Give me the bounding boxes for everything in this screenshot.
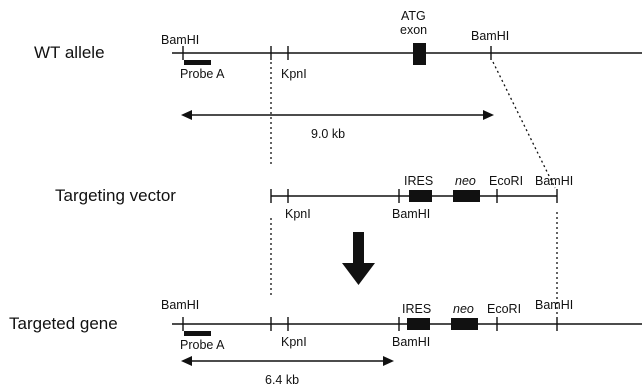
- targeted-gene-map: Targeted gene BamHI Probe A KpnI IRES Ba…: [9, 298, 642, 387]
- wt-arrowhead-left: [181, 110, 192, 120]
- wt-bamhi-left-label: BamHI: [161, 33, 199, 47]
- bamhi-guide-top: [492, 61, 556, 189]
- wt-arrowhead-right: [483, 110, 494, 120]
- vector-title: Targeting vector: [55, 186, 176, 205]
- wt-kpni-label: KpnI: [281, 67, 307, 81]
- wt-atg-label: ATG: [401, 9, 426, 23]
- targeting-vector-map: Targeting vector KpnI IRES BamHI neo Eco…: [55, 174, 573, 221]
- wt-allele-title: WT allele: [34, 43, 105, 62]
- targeted-bamhi-left-label: BamHI: [161, 298, 199, 312]
- targeted-probe-a-bar: [184, 331, 211, 336]
- vector-ires-label: IRES: [404, 174, 433, 188]
- vector-neo-box: [453, 190, 480, 202]
- vector-neo-label: neo: [455, 174, 476, 188]
- down-arrow-head: [342, 263, 375, 285]
- wt-distance-label: 9.0 kb: [311, 127, 345, 141]
- vector-bamhi-ires-label: BamHI: [392, 207, 430, 221]
- targeted-ires-box: [407, 318, 430, 330]
- targeted-distance-label: 6.4 kb: [265, 373, 299, 387]
- wt-exon-label: exon: [400, 23, 427, 37]
- targeted-probe-a-label: Probe A: [180, 338, 225, 352]
- targeted-ecori-label: EcoRI: [487, 302, 521, 316]
- vector-ecori-label: EcoRI: [489, 174, 523, 188]
- wt-probe-a-label: Probe A: [180, 67, 225, 81]
- targeted-arrowhead-left: [181, 356, 192, 366]
- targeted-neo-label: neo: [453, 302, 474, 316]
- wt-atg-exon-box: [413, 43, 426, 65]
- targeted-bamhi-right-label: BamHI: [535, 298, 573, 312]
- vector-ires-box: [409, 190, 432, 202]
- targeted-title: Targeted gene: [9, 314, 118, 333]
- targeted-kpni-label: KpnI: [281, 335, 307, 349]
- down-arrow-shaft: [353, 232, 364, 265]
- wt-allele-map: WT allele BamHI Probe A KpnI ATG exon Ba…: [34, 9, 642, 141]
- recombination-arrow: [342, 232, 375, 285]
- wt-bamhi-right-label: BamHI: [471, 29, 509, 43]
- targeted-neo-box: [451, 318, 478, 330]
- vector-kpni-label: KpnI: [285, 207, 311, 221]
- wt-probe-a-bar: [184, 60, 211, 65]
- targeted-bamhi-ires-label: BamHI: [392, 335, 430, 349]
- vector-bamhi-right-label: BamHI: [535, 174, 573, 188]
- targeted-ires-label: IRES: [402, 302, 431, 316]
- targeted-arrowhead-right: [383, 356, 394, 366]
